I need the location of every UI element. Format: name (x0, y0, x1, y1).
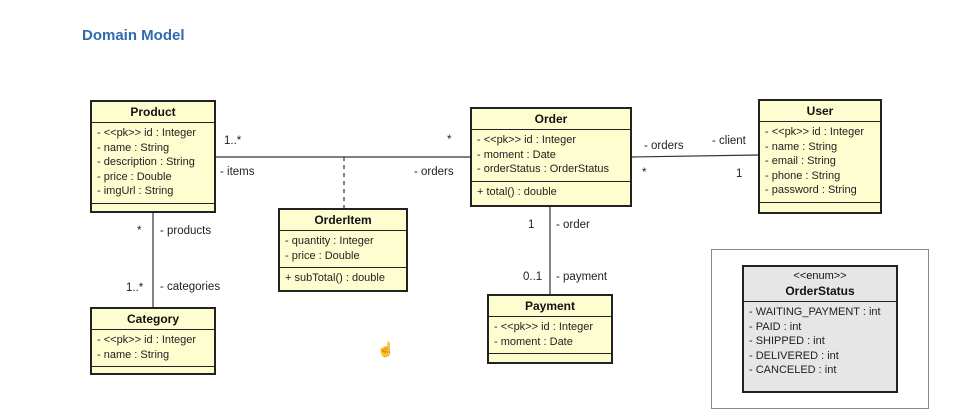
class-operations (489, 354, 611, 362)
attribute: - name : String (97, 141, 170, 154)
class-operations (92, 204, 214, 212)
orderstatus-enum[interactable]: <<enum>> OrderStatus - WAITING_PAYMENT :… (742, 265, 898, 393)
attribute: - moment : Date (477, 148, 556, 161)
multiplicity-label: 1 (736, 168, 743, 180)
role-label: - orders (414, 166, 454, 178)
role-label: - orders (644, 140, 684, 152)
class-name: Product (92, 102, 214, 123)
class-name: User (760, 101, 880, 122)
attribute: - moment : Date (494, 335, 573, 348)
class-name: OrderItem (280, 210, 406, 231)
role-label: - items (220, 166, 255, 178)
class-attributes: - <<pk>> id : Integer - moment : Date (489, 317, 611, 354)
enum-stereotype: <<enum>> (793, 270, 847, 282)
multiplicity-label: 1..* (224, 135, 242, 147)
multiplicity-label: * (137, 225, 142, 237)
multiplicity-label: 1 (528, 219, 535, 231)
attribute: - <<pk>> id : Integer (97, 334, 197, 346)
attribute: - description : String (97, 156, 195, 168)
attribute: - <<pk>> id : Integer (494, 321, 594, 333)
attribute: - <<pk>> id : Integer (477, 134, 577, 146)
enum-name: OrderStatus (785, 284, 855, 298)
operation: + subTotal() : double (285, 272, 385, 284)
attribute: - price : Double (285, 249, 360, 262)
class-operations: + subTotal() : double (280, 268, 406, 290)
category-class[interactable]: Category - <<pk>> id : Integer - name : … (90, 307, 216, 375)
role-label: - client (712, 135, 746, 147)
attribute: - password : String (765, 184, 857, 196)
order-user-association (630, 154, 759, 158)
class-attributes: - <<pk>> id : Integer - name : String - … (760, 122, 880, 203)
attribute: - <<pk>> id : Integer (97, 127, 197, 139)
attribute: - imgUrl : String (97, 185, 174, 197)
attribute: - orderStatus : OrderStatus (477, 163, 610, 175)
orderitem-class[interactable]: OrderItem - quantity : Integer - price :… (278, 208, 408, 292)
attribute: - name : String (765, 140, 838, 153)
attribute: - phone : String (765, 169, 841, 182)
class-attributes: - <<pk>> id : Integer - name : String - … (92, 123, 214, 204)
attribute: - quantity : Integer (285, 235, 374, 247)
class-attributes: - <<pk>> id : Integer - moment : Date - … (472, 130, 630, 182)
role-label: - payment (556, 271, 608, 283)
multiplicity-label: 0..1 (523, 271, 543, 283)
class-attributes: - quantity : Integer - price : Double (280, 231, 406, 268)
operation: + total() : double (477, 185, 557, 198)
enum-values: - WAITING_PAYMENT : int - PAID : int - S… (744, 302, 896, 382)
multiplicity-label: * (447, 134, 452, 146)
class-name: Category (92, 309, 214, 330)
enum-value: - WAITING_PAYMENT : int (749, 306, 881, 318)
attribute: - email : String (765, 155, 836, 167)
attribute: - <<pk>> id : Integer (765, 126, 865, 138)
attribute: - price : Double (97, 170, 172, 183)
role-label: - categories (160, 281, 221, 293)
class-name: Order (472, 109, 630, 130)
enum-frame (711, 249, 929, 409)
enum-value: - SHIPPED : int (749, 335, 825, 347)
enum-value: - CANCELED : int (749, 364, 837, 376)
class-operations: + total() : double (472, 182, 630, 204)
attribute: - name : String (97, 348, 170, 361)
payment-class[interactable]: Payment - <<pk>> id : Integer - moment :… (487, 294, 613, 364)
enum-header: <<enum>> OrderStatus (744, 267, 896, 302)
class-operations (760, 203, 880, 211)
user-class[interactable]: User - <<pk>> id : Integer - name : Stri… (758, 99, 882, 214)
page-title: Domain Model (82, 27, 185, 44)
multiplicity-label: 1..* (126, 282, 144, 294)
enum-value: - DELIVERED : int (749, 349, 839, 362)
class-operations (92, 367, 214, 375)
class-name: Payment (489, 296, 611, 317)
order-class[interactable]: Order - <<pk>> id : Integer - moment : D… (470, 107, 632, 207)
multiplicity-label: * (642, 167, 647, 179)
enum-value: - PAID : int (749, 320, 802, 333)
class-attributes: - <<pk>> id : Integer - name : String (92, 330, 214, 367)
role-label: - products (160, 225, 212, 237)
role-label: - order (556, 219, 590, 231)
hand-cursor-icon: ☝ (377, 341, 395, 357)
product-class[interactable]: Product - <<pk>> id : Integer - name : S… (90, 100, 216, 213)
